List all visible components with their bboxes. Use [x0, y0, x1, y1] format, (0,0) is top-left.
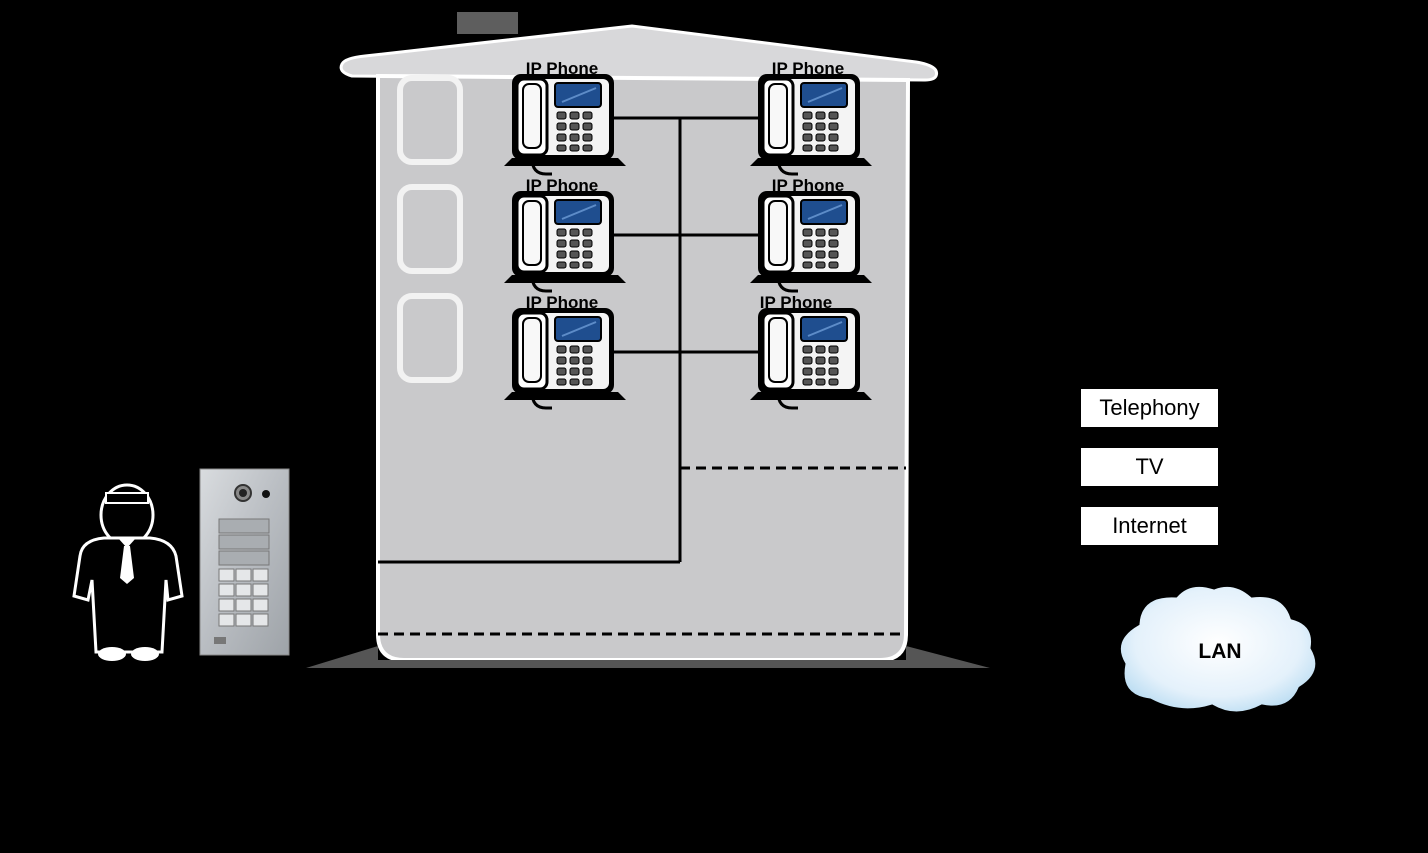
ip-phone-label: IP Phone — [526, 59, 598, 78]
ip-phone-label: IP Phone — [760, 293, 832, 312]
ip-phone-label: IP Phone — [526, 293, 598, 312]
service-label-tv: TV — [1081, 448, 1218, 486]
service-label-internet: Internet — [1081, 507, 1218, 545]
chimney — [457, 12, 518, 34]
ip-phone-2: IP Phone — [748, 59, 874, 176]
service-label-telephony: Telephony — [1081, 389, 1218, 427]
keypad-icon — [218, 568, 269, 627]
ip-phone-5: IP Phone — [502, 293, 628, 410]
ip-phone-1: IP Phone — [502, 59, 628, 176]
ground — [306, 646, 990, 668]
microphone-icon — [262, 490, 270, 498]
intercom-panel — [199, 468, 290, 656]
ip-phone-label: IP Phone — [526, 176, 598, 195]
building-windows — [397, 75, 463, 383]
lan-cloud: LAN — [1117, 583, 1319, 715]
visitor-person-icon — [72, 483, 184, 661]
wiring — [378, 116, 760, 564]
ip-phone-4: IP Phone — [748, 176, 874, 293]
ip-phone-label: IP Phone — [772, 176, 844, 195]
roof — [339, 24, 939, 82]
ip-phone-3: IP Phone — [502, 176, 628, 293]
lan-label: LAN — [1198, 640, 1241, 663]
ip-phone-6: IP Phone — [748, 293, 874, 410]
ip-phone-label: IP Phone — [772, 59, 844, 78]
